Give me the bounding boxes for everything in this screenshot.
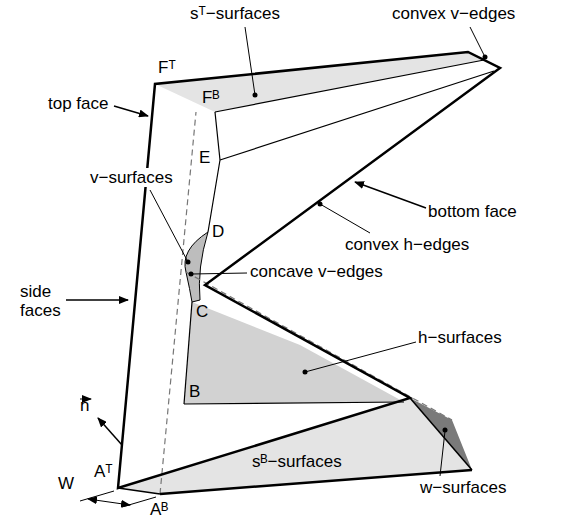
face-label: bottom face (428, 202, 517, 221)
surface-label: sᵀ−surfaces (190, 4, 280, 23)
edge-label: concave v−edges (250, 262, 383, 281)
dimension-label: W (58, 474, 74, 493)
surface-label: h−surfaces (418, 328, 502, 347)
face-label: top face (48, 94, 109, 113)
vertex-label: B (189, 382, 200, 401)
vertex-label: Aᵀ (94, 462, 113, 481)
vertex-label: Aᴮ (150, 500, 168, 519)
vector-label: n (80, 396, 89, 415)
vertex-label: E (199, 148, 210, 167)
surface-label: sᴮ−surfaces (252, 452, 342, 471)
edge-label: convex v−edges (392, 4, 515, 23)
vertex-label: D (212, 222, 224, 241)
edge-label: convex h−edges (345, 235, 469, 254)
vertex-label: C (196, 302, 208, 321)
vertex-label: Fᵀ (158, 58, 176, 77)
surface-label: w−surfaces (420, 478, 506, 497)
face-label: side faces (20, 282, 66, 320)
surface-label: v−surfaces (88, 168, 175, 187)
vertex-label: Fᴮ (202, 88, 219, 107)
